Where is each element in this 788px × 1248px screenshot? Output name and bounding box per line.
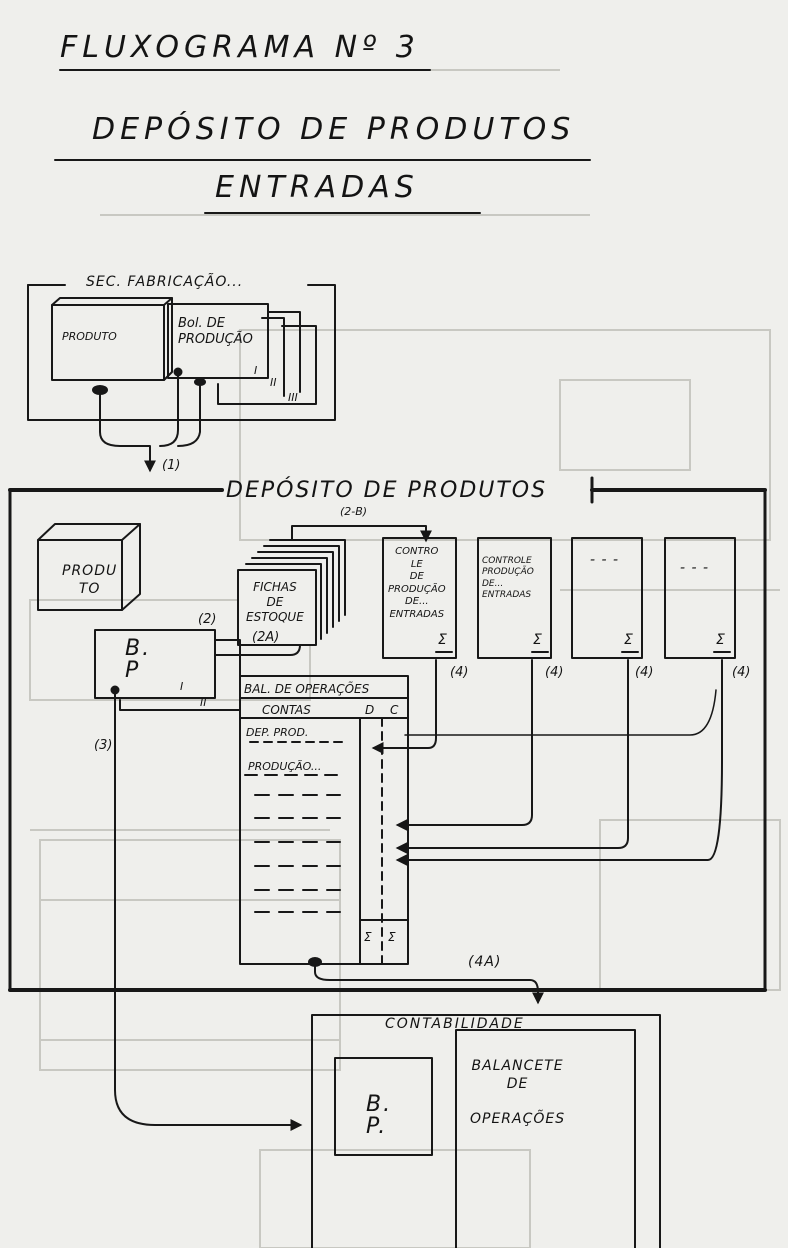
stock-cards-label: FICHAS DE ESTOQUE xyxy=(246,580,304,624)
bp-copy-i-label: I xyxy=(180,680,184,693)
bp-document xyxy=(94,629,216,699)
control-box-2-label: CONTROLE PRODUÇÃO DE... ENTRADAS xyxy=(482,556,534,600)
stock-cards-stack xyxy=(237,539,346,646)
title-line-1: FLUXOGRAMA Nº 3 xyxy=(60,30,420,65)
fabrication-product-cube xyxy=(51,304,165,381)
accounting-section-label: CONTABILIDADE xyxy=(385,1016,525,1032)
flow-line-4a xyxy=(314,961,544,1005)
step-4a-label: (4A) xyxy=(468,954,502,970)
fabrication-section-label: SEC. FABRICAÇÃO... xyxy=(86,274,244,290)
step-2b-label: (2-B) xyxy=(340,505,368,518)
control-box-2-total: Σ xyxy=(533,632,543,648)
flow-line-1 xyxy=(99,392,151,467)
control-box-1 xyxy=(382,537,457,659)
fabrication-product-label: PRODUTO xyxy=(62,330,117,343)
flow-line-4-control3 xyxy=(395,659,629,854)
control-box-1-label: CONTRO LE DE PRODUÇÃO DE... ENTRADAS xyxy=(388,546,446,620)
step-4-label-2: (4) xyxy=(545,665,564,680)
step-4-label-4: (4) xyxy=(732,665,751,680)
bulletin-copy-ii-label: II xyxy=(270,376,277,389)
fabrication-section-frame xyxy=(27,284,336,421)
step-1-label: (1) xyxy=(162,458,181,473)
flow-line-2b xyxy=(291,525,432,543)
control-box-4-total: Σ xyxy=(716,632,726,648)
flow-line-4-control4 xyxy=(395,659,723,866)
accounting-balance-box xyxy=(455,1029,636,1248)
flow-line-4-control1 xyxy=(371,659,437,754)
balance-sheet-accounts-header: CONTAS xyxy=(262,703,311,717)
depot-product-cube xyxy=(37,539,123,611)
operations-balance-sheet xyxy=(239,675,409,965)
bulletin-copy-iii-label: III xyxy=(288,391,298,404)
control-box-3-label: - - - xyxy=(590,552,620,568)
production-bulletin xyxy=(167,303,269,379)
control-box-1-total: Σ xyxy=(438,632,448,648)
control-box-2 xyxy=(477,537,552,659)
control-box-3 xyxy=(571,537,643,659)
title-line-3: ENTRADAS xyxy=(215,170,419,205)
balance-sheet-row-1: DEP. PROD. xyxy=(246,726,309,739)
step-3-label: (3) xyxy=(94,738,113,753)
accounting-balance-label: BALANCETE DE OPERAÇÕES xyxy=(470,1058,566,1127)
balance-sheet-credit-total: Σ xyxy=(388,930,396,944)
balance-sheet-credit-header: C xyxy=(390,703,399,717)
title-line-2: DEPÓSITO DE PRODUTOS xyxy=(92,112,576,147)
production-bulletin-label: Bol. DE PRODUÇÃO xyxy=(178,316,253,348)
control-box-4 xyxy=(664,537,736,659)
accounting-bp-label: B. P. xyxy=(366,1092,393,1139)
balance-sheet-row-2: PRODUÇÃO... xyxy=(248,760,322,773)
flow-line-4-control2 xyxy=(395,659,533,831)
accounting-frame xyxy=(311,1014,661,1248)
balance-sheet-debit-header: D xyxy=(365,703,375,717)
balance-sheet-title: BAL. DE OPERAÇÕES xyxy=(244,682,370,696)
accounting-bp-box xyxy=(334,1057,433,1156)
step-4-label-3: (4) xyxy=(635,665,654,680)
depot-product-label: PRODU TO xyxy=(62,563,118,597)
step-4-label-1: (4) xyxy=(450,665,469,680)
step-2a-label: (2A) xyxy=(252,630,280,645)
bulletin-copy-i-label: I xyxy=(254,364,258,377)
depot-section-label: DEPÓSITO DE PRODUTOS xyxy=(226,478,548,503)
control-box-3-total: Σ xyxy=(624,632,634,648)
flow-line-2a xyxy=(214,644,301,656)
step-2-label: (2) xyxy=(198,612,217,627)
bp-document-label: B. P xyxy=(125,636,152,683)
bp-copy-ii-label: II xyxy=(200,696,207,709)
flow-line-3 xyxy=(114,692,303,1131)
control-box-4-label: - - - xyxy=(680,560,710,576)
balance-sheet-debit-total: Σ xyxy=(364,930,372,944)
